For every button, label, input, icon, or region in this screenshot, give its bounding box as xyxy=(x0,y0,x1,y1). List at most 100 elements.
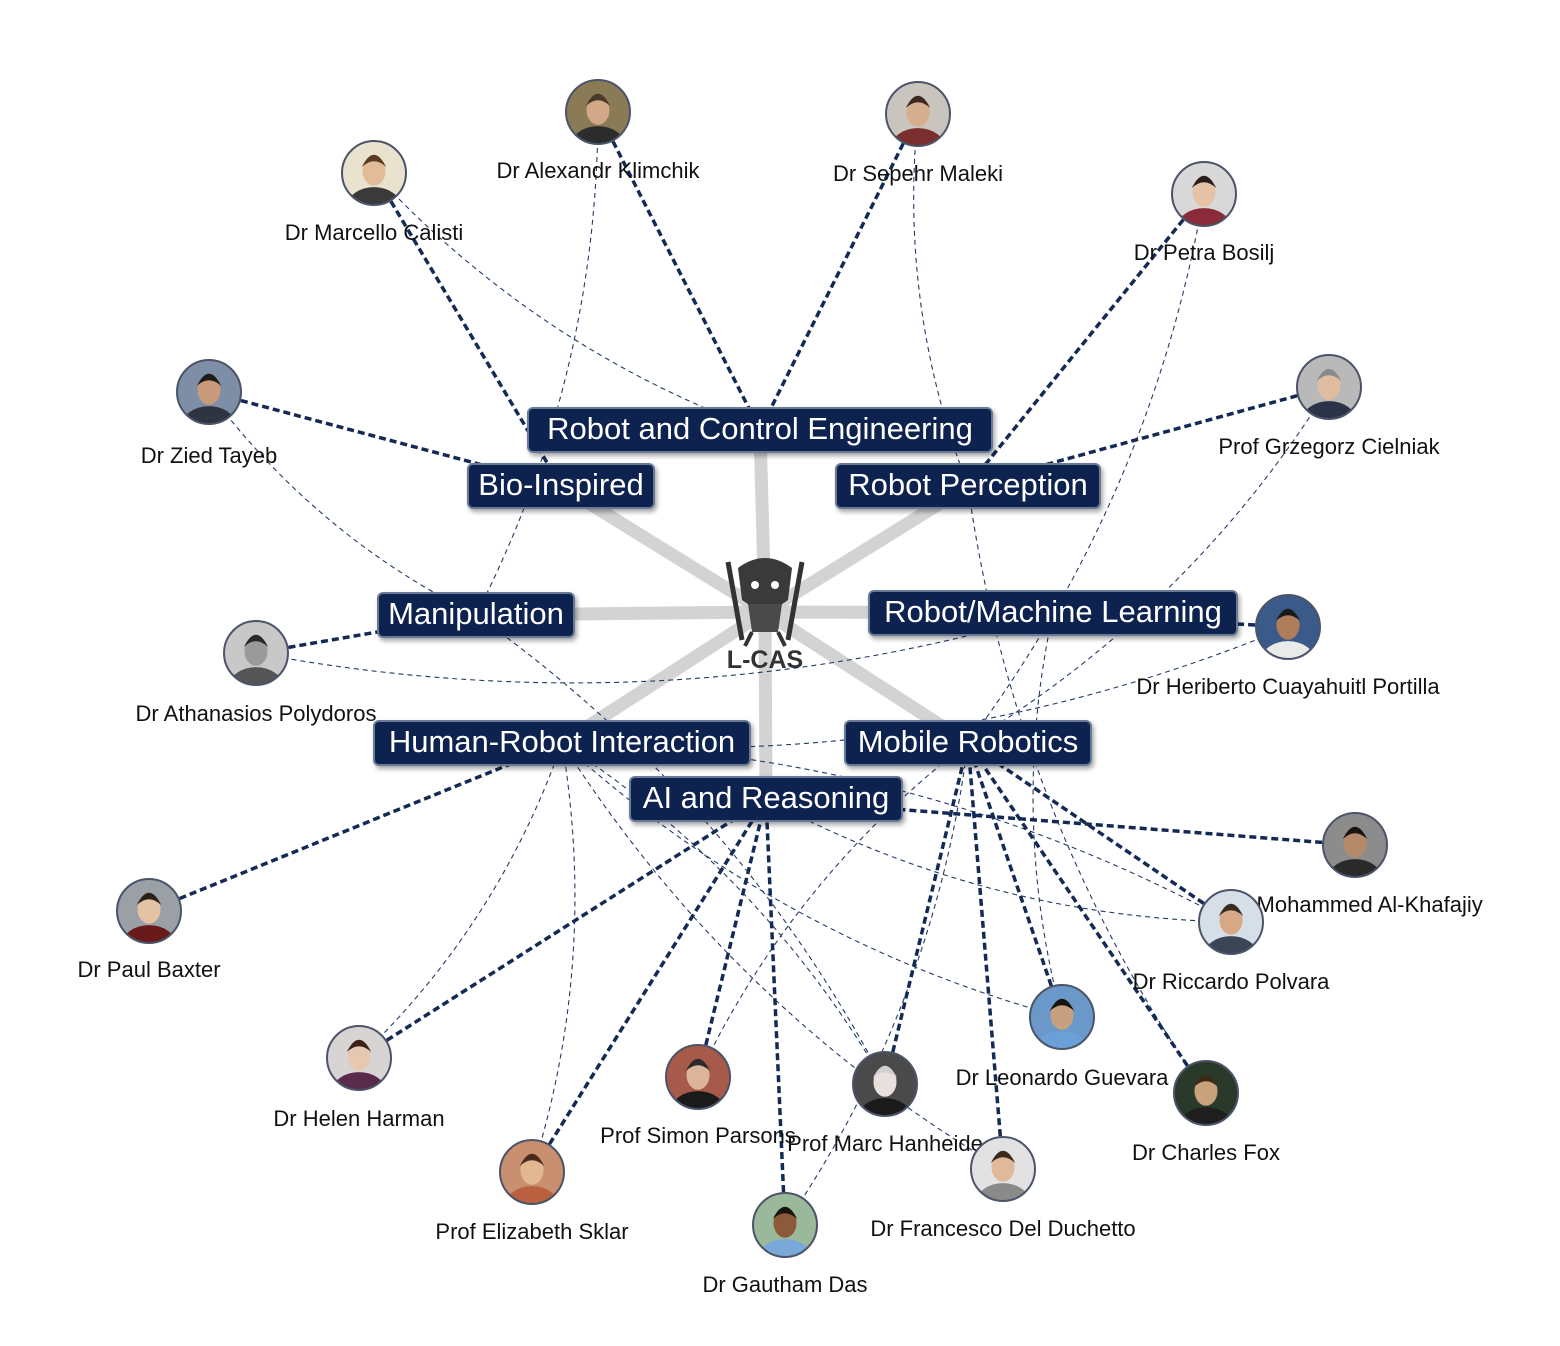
topic-box xyxy=(844,720,1092,766)
avatar-ring xyxy=(1255,594,1321,660)
person-name: Prof Elizabeth Sklar xyxy=(435,1219,628,1244)
topic-rce[interactable]: Robot and Control Engineering xyxy=(527,407,993,453)
weak-link-polydoros-rml xyxy=(255,612,1054,684)
weak-link-polvara-air xyxy=(765,798,1232,923)
weak-link-hanheide-man xyxy=(475,614,886,1085)
topic-label: Bio-Inspired xyxy=(478,467,643,502)
person-name: Dr Paul Baxter xyxy=(77,957,220,982)
topic-per[interactable]: Robot Perception xyxy=(835,463,1101,509)
topic-label: Human-Robot Interaction xyxy=(389,724,735,759)
weak-link-guevara-hri xyxy=(561,742,1063,1018)
avatar-ring xyxy=(1198,889,1264,955)
person-name: Dr Gautham Das xyxy=(702,1272,867,1297)
strong-link-harman-air xyxy=(358,797,767,1060)
person-maleki[interactable]: Dr Sepehr Maleki xyxy=(833,81,1003,186)
person-name: Dr Athanasios Polydoros xyxy=(136,701,377,726)
avatar xyxy=(1172,162,1236,226)
topic-bio[interactable]: Bio-Inspired xyxy=(467,463,655,509)
weak-link-cielniak-mob xyxy=(967,386,1330,744)
topic-box xyxy=(629,776,903,822)
person-harman[interactable]: Dr Helen Harman xyxy=(273,1025,445,1131)
person-name: Dr Riccardo Polvara xyxy=(1133,969,1331,994)
strong-link-parsons-air xyxy=(696,798,768,1078)
avatar xyxy=(177,360,241,424)
person-klimchik[interactable]: Dr Alexandr Klimchik xyxy=(497,79,701,183)
strong-link-klimchik-rce xyxy=(596,111,762,431)
topic-label: Manipulation xyxy=(388,596,564,631)
avatar xyxy=(117,879,181,943)
person-fox[interactable]: Dr Charles Fox xyxy=(1132,1060,1280,1165)
person-name: Dr Mohammed Al-Khafajiy xyxy=(1227,892,1483,917)
avatar-ring xyxy=(116,878,182,944)
avatar-ring xyxy=(565,79,631,145)
topic-box xyxy=(868,590,1238,636)
person-calisti[interactable]: Dr Marcello Calisti xyxy=(285,140,463,245)
topic-label: Robot Perception xyxy=(848,467,1088,502)
strong-link-cuayahuitl-rml xyxy=(1052,611,1289,629)
strong-link-bosilj-per xyxy=(966,192,1206,488)
person-cuayahuitl[interactable]: Dr Heriberto Cuayahuitl Portilla xyxy=(1136,594,1440,699)
person-name: Dr Petra Bosilj xyxy=(1134,240,1275,265)
topic-air[interactable]: AI and Reasoning xyxy=(629,776,903,822)
weak-link-calisti-rce xyxy=(373,172,761,431)
weak-link-guevara-rml xyxy=(1032,612,1063,1018)
avatar xyxy=(971,1137,1035,1201)
strong-link-baxter-hri xyxy=(148,741,563,913)
avatar xyxy=(853,1052,917,1116)
lcas-robot-icon xyxy=(725,558,805,647)
logo-text: L-CAS xyxy=(727,646,803,674)
person-polvara[interactable]: Dr Riccardo Polvara xyxy=(1133,889,1331,994)
person-sklar[interactable]: Prof Elizabeth Sklar xyxy=(435,1139,629,1244)
person-polydoros[interactable]: Dr Athanasios Polydoros xyxy=(136,620,377,726)
person-name: Dr Charles Fox xyxy=(1132,1140,1280,1165)
weak-link-das-mob xyxy=(784,742,969,1226)
person-name: Dr Alexandr Klimchik xyxy=(497,158,701,183)
avatar-ring xyxy=(970,1136,1036,1202)
strong-link-maleki-rce xyxy=(758,113,920,431)
weak-link-bosilj-mob xyxy=(967,193,1205,744)
avatar-ring xyxy=(223,620,289,686)
avatar xyxy=(566,80,630,144)
person-alkhafajiy[interactable]: Dr Mohammed Al-Khafajiy xyxy=(1227,812,1483,917)
person-name: Dr Leonardo Guevara xyxy=(956,1065,1170,1090)
avatar xyxy=(500,1140,564,1204)
avatar xyxy=(224,621,288,685)
person-hanheide[interactable]: Prof Marc Hanheide xyxy=(787,1051,983,1156)
person-name: Dr Heriberto Cuayahuitl Portilla xyxy=(1136,674,1440,699)
person-parsons[interactable]: Prof Simon Parsons xyxy=(600,1044,796,1148)
people-layer: Dr Alexandr Klimchik Dr Sepehr Maleki Dr M… xyxy=(77,79,1483,1297)
avatar xyxy=(1199,890,1263,954)
topic-man[interactable]: Manipulation xyxy=(377,592,575,638)
person-baxter[interactable]: Dr Paul Baxter xyxy=(77,878,221,982)
weak-link-parsons-mob xyxy=(697,742,969,1078)
person-tayeb[interactable]: Dr Zied Tayeb xyxy=(141,359,278,468)
person-bosilj[interactable]: Dr Petra Bosilj xyxy=(1134,161,1275,265)
person-guevara[interactable]: Dr Leonardo Guevara xyxy=(956,984,1170,1090)
topic-mob[interactable]: Mobile Robotics xyxy=(844,720,1092,766)
strong-link-hanheide-mob xyxy=(883,742,970,1085)
topic-hri[interactable]: Human-Robot Interaction xyxy=(373,720,751,766)
avatar-ring xyxy=(341,140,407,206)
avatar-ring xyxy=(1029,984,1095,1050)
avatar-ring xyxy=(1171,161,1237,227)
avatar xyxy=(342,141,406,205)
topic-label: Mobile Robotics xyxy=(858,724,1079,759)
topic-box xyxy=(835,463,1101,509)
avatar xyxy=(666,1045,730,1109)
topic-rml[interactable]: Robot/Machine Learning xyxy=(868,590,1238,636)
weak-link-sklar-hri xyxy=(531,742,576,1173)
weak-link-fox-per xyxy=(967,485,1207,1094)
person-name: Prof Simon Parsons xyxy=(600,1123,796,1148)
topic-label: Robot and Control Engineering xyxy=(547,411,973,446)
person-name: Prof Marc Hanheide xyxy=(787,1131,983,1156)
weak-link-tayeb-man xyxy=(208,391,477,616)
person-das[interactable]: Dr Gautham Das xyxy=(702,1192,868,1297)
weak-link-polvara-hri xyxy=(561,742,1232,923)
topic-box xyxy=(377,592,575,638)
topics-layer: Robot and Control EngineeringBio-Inspire… xyxy=(373,407,1238,822)
topic-box xyxy=(373,720,751,766)
strong-link-polvara-mob xyxy=(967,741,1232,924)
person-delduchetto[interactable]: Dr Francesco Del Duchetto xyxy=(870,1136,1136,1241)
person-cielniak[interactable]: Prof Grzegorz Cielniak xyxy=(1218,354,1441,459)
